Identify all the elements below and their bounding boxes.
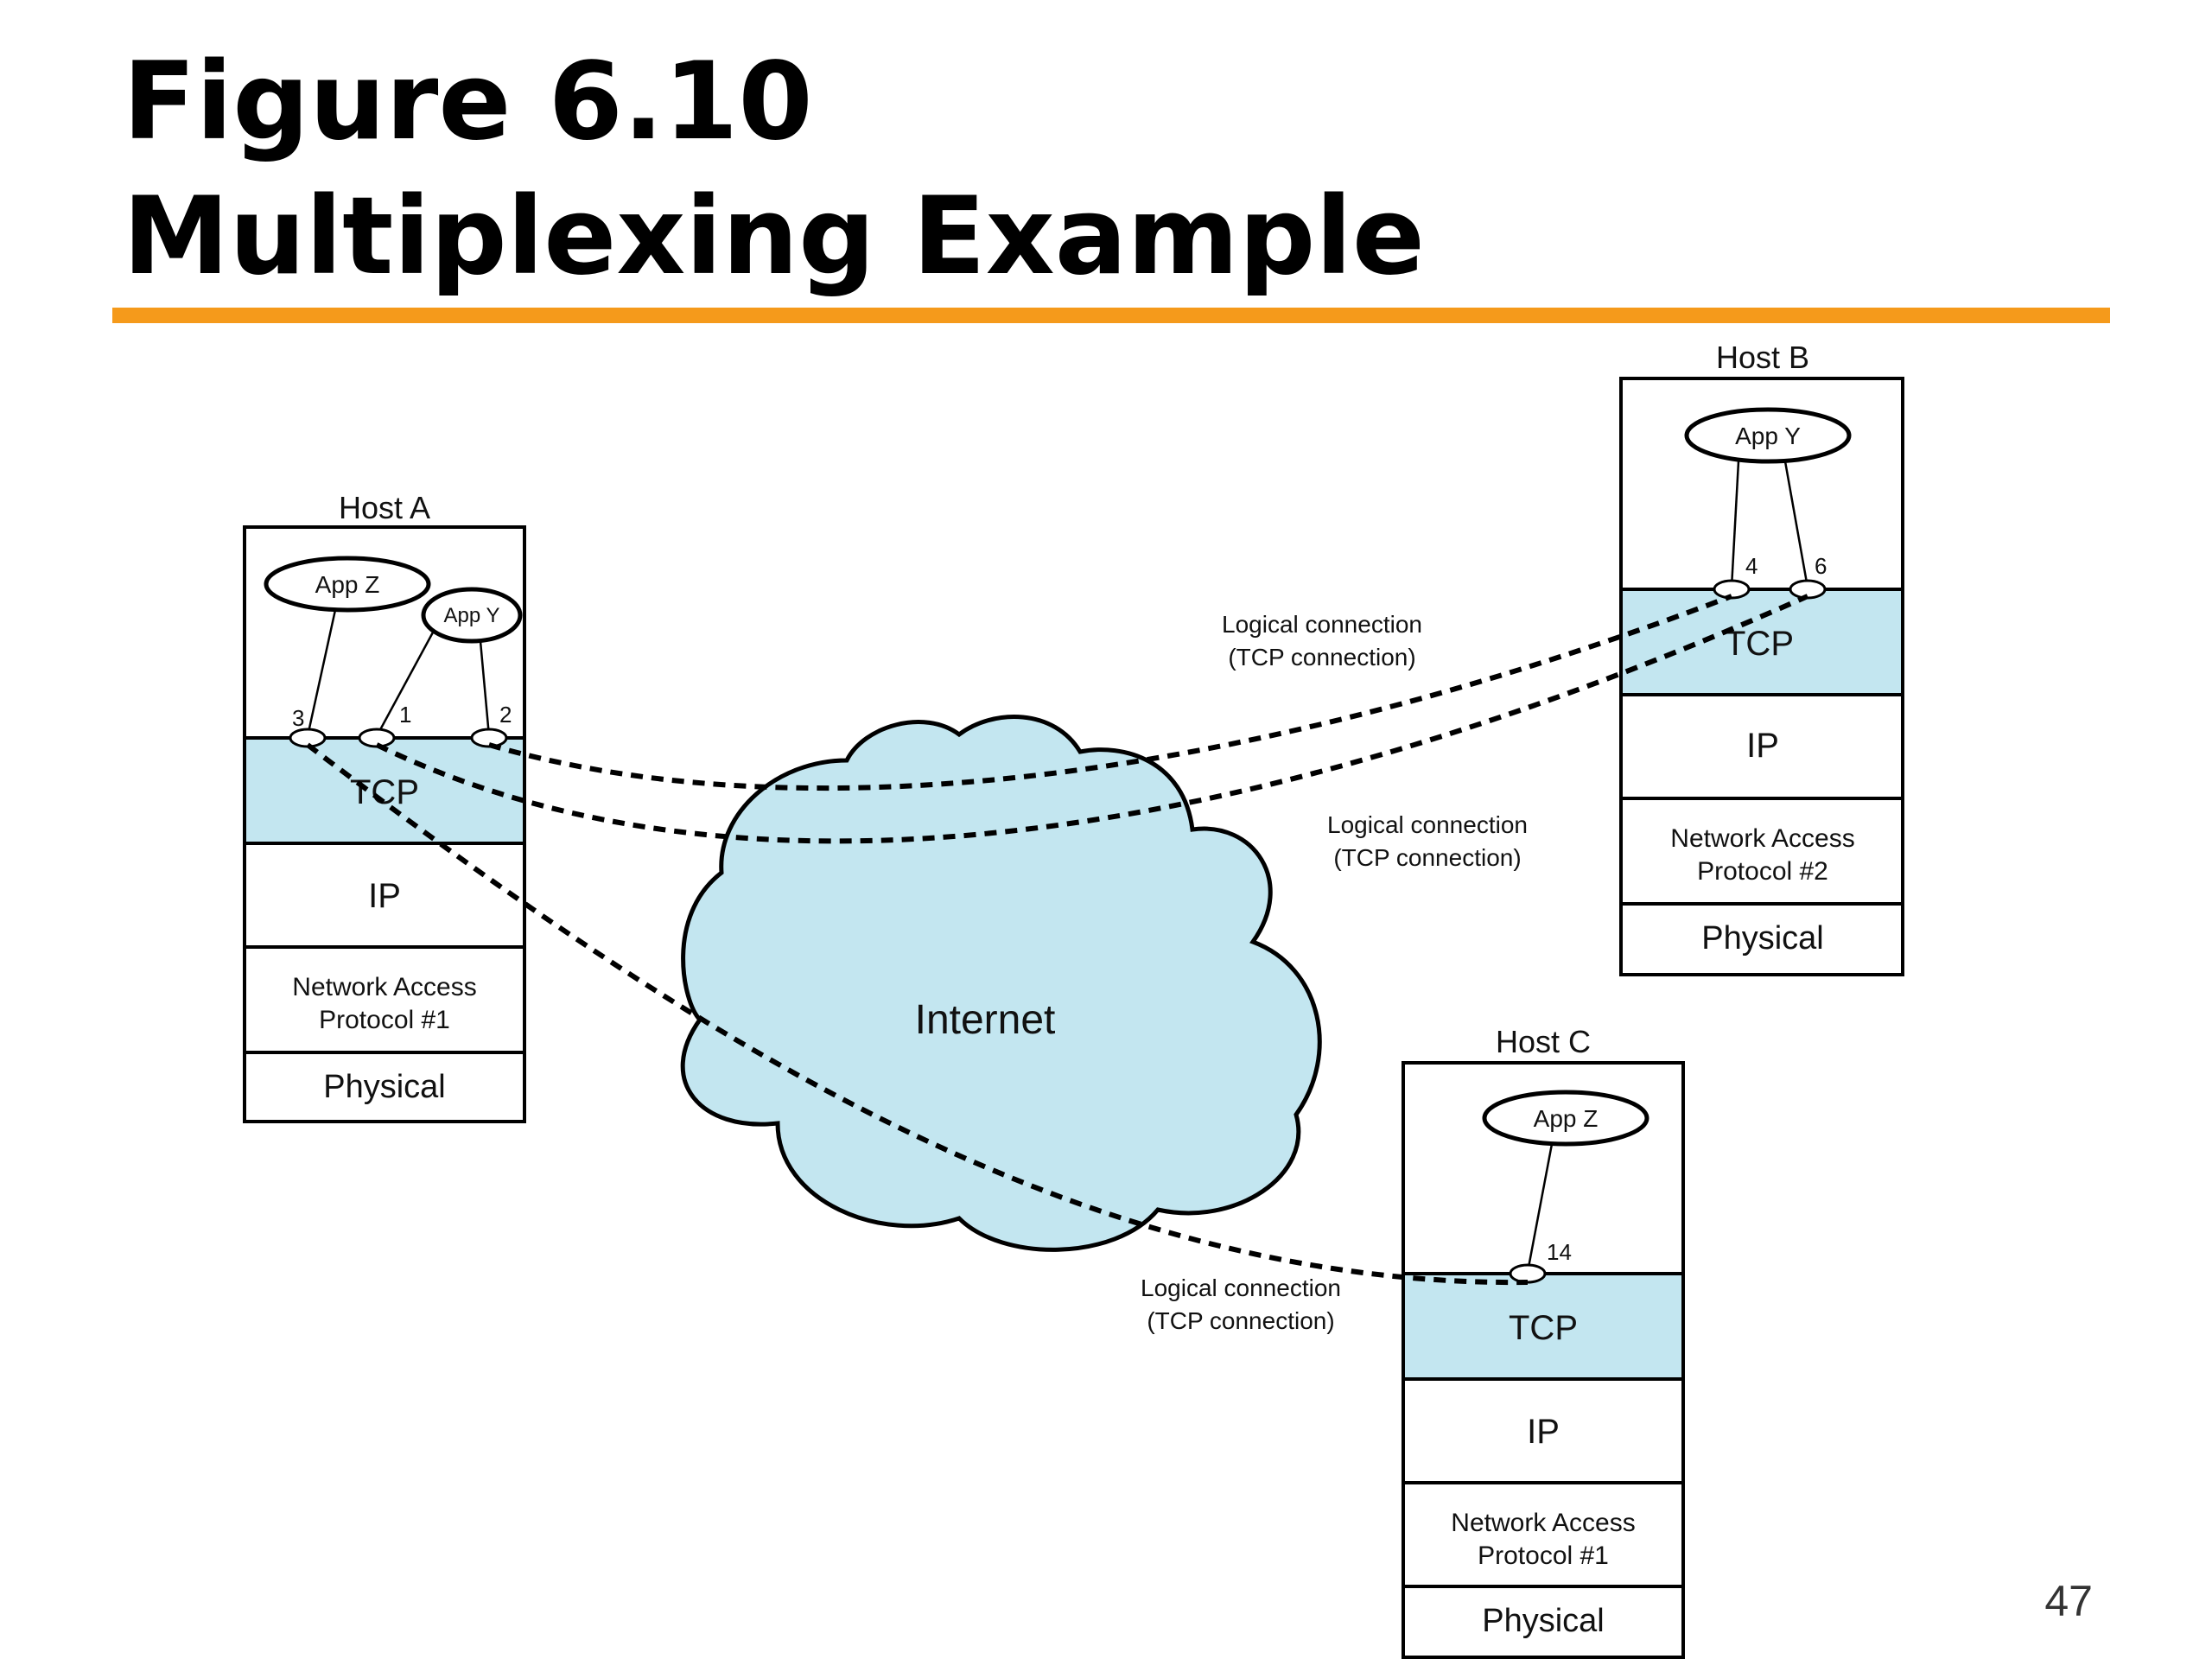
connection-label-1-line-2: (TCP connection) [1228, 644, 1415, 671]
host-a-ip-layer [243, 842, 526, 949]
host-b-port-4 [1713, 579, 1751, 600]
host-b-port-6 [1789, 579, 1827, 600]
host-c-net-access-label: Network Access [1451, 1509, 1635, 1537]
host-a-port-3-number: 3 [292, 705, 304, 731]
host-b-app-y [1684, 407, 1852, 464]
host-c-ip-label: IP [1527, 1413, 1560, 1451]
host-a-net-access-label: Network Access [292, 973, 476, 1001]
host-a-port-3 [289, 728, 327, 748]
host-c-tcp-layer [1402, 1272, 1685, 1381]
host-a-link-app-z-port-3 [306, 609, 337, 737]
connection-label-2-line-2: (TCP connection) [1333, 844, 1521, 871]
host-b-physical-label: Physical [1701, 920, 1824, 957]
host-c-tcp-label: TCP [1509, 1309, 1578, 1347]
host-b-net-access-label: Network Access [1670, 824, 1854, 853]
host-b-app-y-label: App Y [1735, 423, 1801, 449]
host-c-port-14-number: 14 [1547, 1239, 1572, 1265]
host-a-tcp-layer [243, 736, 526, 845]
host-c-app-z [1482, 1090, 1649, 1147]
internet-label: Internet [915, 997, 1056, 1043]
title-line-1: Figure 6.10 [123, 40, 813, 164]
host-c-physical-layer [1402, 1585, 1685, 1659]
host-c-physical-label: Physical [1482, 1603, 1605, 1639]
host-b-ip-label: IP [1746, 727, 1779, 765]
host-a-link-app-y-port-2 [479, 640, 491, 737]
host-b-ip-layer [1619, 693, 1904, 800]
connection-labels: Logical connection (TCP connection) Logi… [1141, 611, 1528, 1334]
host-b-link-app-y-port-6 [1783, 461, 1809, 588]
host-b-port-6-number: 6 [1815, 553, 1827, 579]
host-a-net-access-protocol: Protocol #1 [319, 1006, 450, 1034]
host-b-physical-layer [1619, 902, 1904, 976]
title-line-2: Multiplexing Example [123, 175, 1425, 299]
host-b-link-app-y-port-4 [1730, 461, 1740, 588]
host-b-port-4-number: 4 [1745, 553, 1758, 579]
host-a-physical-label: Physical [323, 1069, 446, 1105]
host-a: Host A TCP IP Network Access Protocol #1… [243, 490, 526, 1123]
connection-label-3-line-1: Logical connection [1141, 1274, 1341, 1301]
host-a-link-app-y-port-1 [375, 630, 435, 737]
host-a-app-y-label: App Y [444, 604, 500, 627]
host-c-net-access-protocol: Protocol #1 [1478, 1541, 1609, 1570]
host-b: Host B TCP IP Network Access Protocol #2… [1619, 340, 1904, 976]
host-b-net-access-protocol: Protocol #2 [1697, 857, 1828, 886]
title-underline [112, 308, 2110, 323]
host-a-port-2 [470, 728, 508, 748]
host-c-port-14 [1509, 1263, 1547, 1284]
host-a-app-z [264, 556, 431, 613]
connection-label-3-line-2: (TCP connection) [1147, 1307, 1334, 1334]
host-a-port-1-number: 1 [399, 702, 411, 728]
host-c-link-app-z-port-14 [1526, 1143, 1554, 1273]
host-a-ip-label: IP [368, 877, 401, 915]
connection-label-2-line-1: Logical connection [1327, 811, 1528, 838]
host-c-ip-layer [1402, 1377, 1685, 1484]
host-c-app-z-label: App Z [1534, 1105, 1599, 1132]
host-b-tcp-label: TCP [1725, 625, 1794, 663]
host-b-label: Host B [1716, 340, 1809, 375]
host-a-physical-layer [243, 1051, 526, 1123]
host-a-tcp-label: TCP [350, 773, 419, 811]
logical-connections [306, 594, 1809, 1286]
connection-a3-c14 [306, 742, 1529, 1286]
connection-label-1-line-1: Logical connection [1222, 611, 1422, 638]
host-a-port-2-number: 2 [499, 702, 512, 728]
internet-cloud: Internet [680, 715, 1322, 1252]
connection-a1-b6 [375, 594, 1809, 844]
host-c: Host C TCP IP Network Access Protocol #1… [1402, 1024, 1685, 1659]
host-a-app-y [421, 587, 523, 644]
cloud-shape [680, 715, 1322, 1252]
host-c-net-access-layer [1402, 1481, 1685, 1588]
host-c-label: Host C [1496, 1024, 1591, 1059]
host-a-port-1 [358, 728, 396, 748]
host-b-net-access-layer [1619, 797, 1904, 906]
slide-title: Figure 6.10 Multiplexing Example [123, 35, 1425, 304]
host-a-label: Host A [339, 490, 430, 525]
host-a-app-z-label: App Z [315, 571, 380, 598]
page-number: 47 [2044, 1577, 2093, 1625]
